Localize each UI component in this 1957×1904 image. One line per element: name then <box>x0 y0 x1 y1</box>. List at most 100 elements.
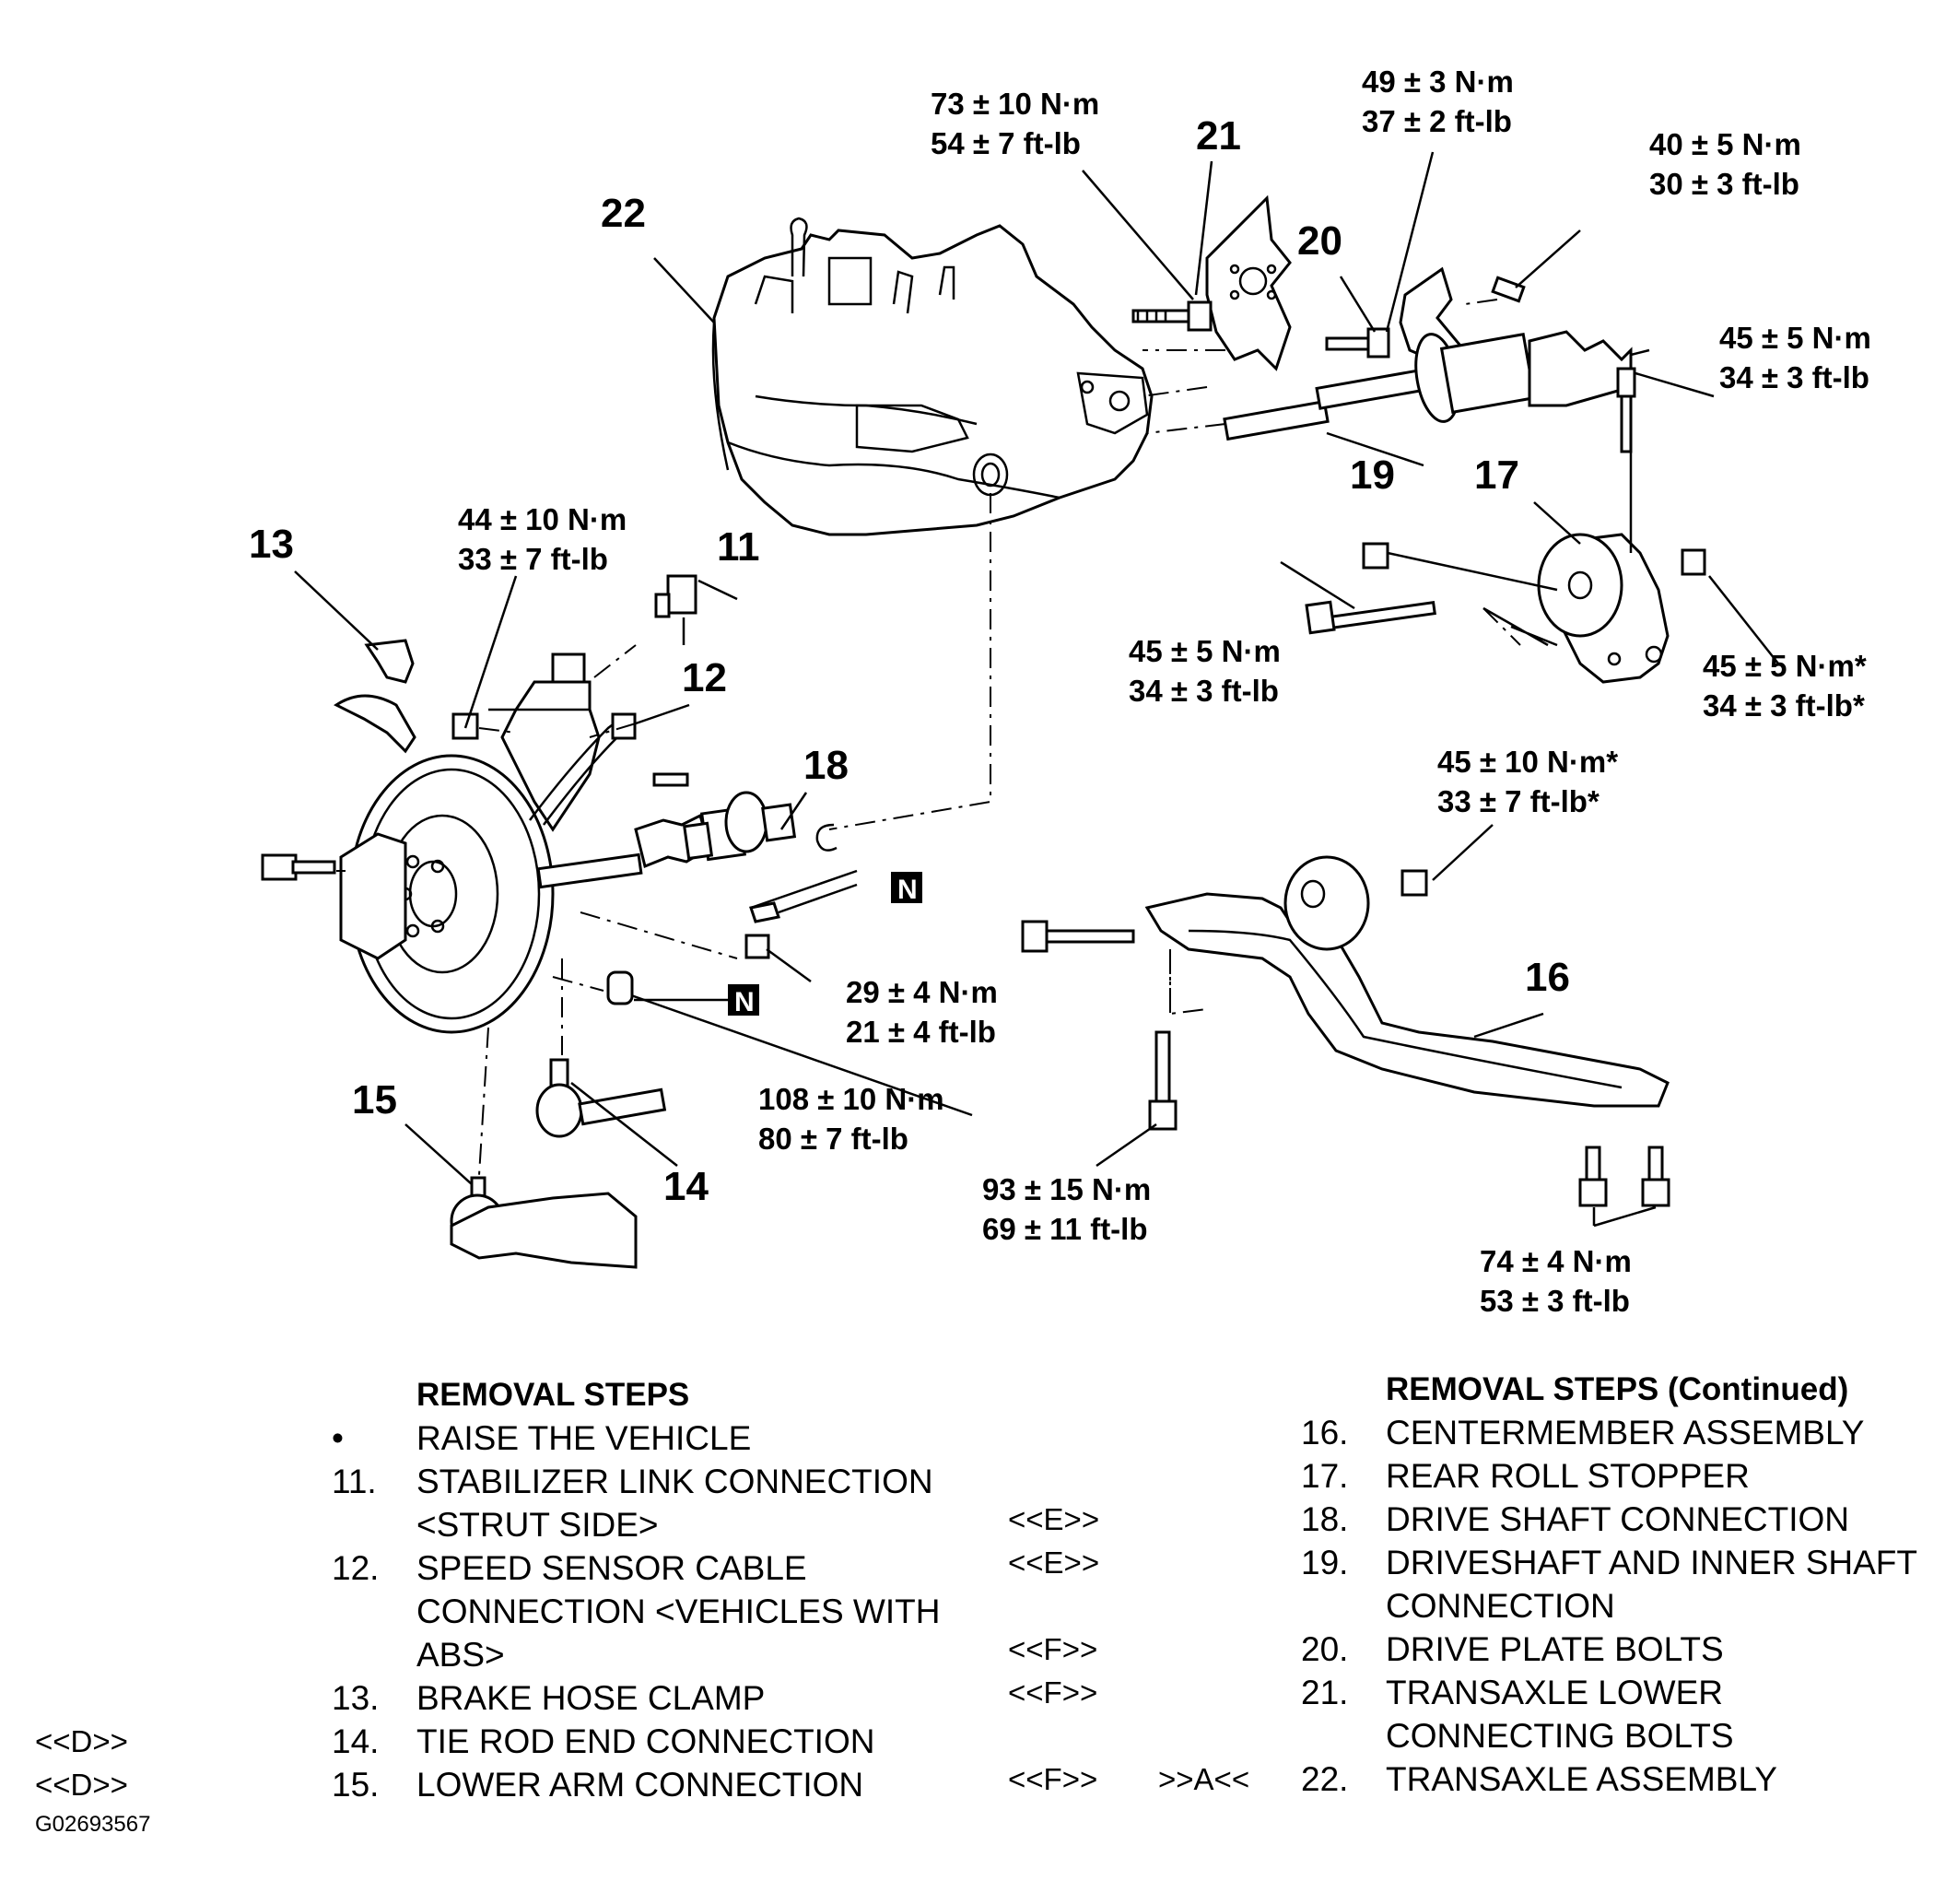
svg-text:21 ± 4 ft-lb: 21 ± 4 ft-lb <box>846 1015 996 1049</box>
procedure-code: <<F>> <box>1008 1762 1098 1796</box>
torque-spec-centermember-rear: 74 ± 4 N·m 53 ± 3 ft-lb <box>1480 1244 1632 1318</box>
step-text: REAR ROLL STOPPER <box>1386 1457 1750 1495</box>
torque-spec-centermember-bolt: 93 ± 15 N·m 69 ± 11 ft-lb <box>982 1172 1151 1246</box>
centermember-bolts <box>1021 869 1670 1207</box>
step-number: 13. <box>332 1679 380 1717</box>
procedure-code: <<F>> <box>1008 1675 1098 1710</box>
procedure-code-secondary: >>A<< <box>1158 1762 1250 1796</box>
step-text: CONNECTING BOLTS <box>1386 1717 1734 1755</box>
callout-17: 17 <box>1474 452 1519 498</box>
svg-text:108 ± 10 N·m: 108 ± 10 N·m <box>758 1082 944 1116</box>
svg-text:N: N <box>897 875 918 905</box>
torque-spec-stopper-left: 45 ± 5 N·m 34 ± 3 ft-lb <box>1129 634 1281 708</box>
removal-step-row: 11. STABILIZER LINK CONNECTION <box>332 1460 977 1503</box>
svg-text:34 ± 3 ft-lb*: 34 ± 3 ft-lb* <box>1703 688 1865 723</box>
step-text: CENTERMEMBER ASSEMBLY <box>1386 1414 1865 1452</box>
step-number: • <box>332 1419 344 1457</box>
ball-joint-nut <box>606 970 634 1005</box>
removal-step-row: CONNECTING BOLTS <box>1301 1714 1946 1757</box>
svg-text:49 ± 3 N·m: 49 ± 3 N·m <box>1362 65 1514 99</box>
torque-spec-stopper-top: 45 ± 5 N·m 34 ± 3 ft-lb <box>1719 321 1871 394</box>
removal-step-row: 20.<<F>>DRIVE PLATE BOLTS <box>1008 1628 1946 1671</box>
torque-spec-ball-joint: 108 ± 10 N·m 80 ± 7 ft-lb <box>758 1082 944 1156</box>
svg-text:40 ± 5 N·m: 40 ± 5 N·m <box>1649 127 1801 161</box>
strut-knuckle <box>488 652 601 832</box>
removal-steps-continued-heading: REMOVAL STEPS (Continued) <box>1386 1371 1849 1407</box>
step-text: DRIVESHAFT AND INNER SHAFT <box>1386 1544 1918 1581</box>
removal-step-row: 18.<<E>>DRIVE SHAFT CONNECTION <box>1008 1498 1946 1541</box>
step-number: 11. <box>332 1463 377 1500</box>
svg-text:N: N <box>734 987 755 1017</box>
removal-step-row: 15.<<D>>LOWER ARM CONNECTION <box>35 1763 977 1806</box>
step-text: <STRUT SIDE> <box>416 1506 659 1544</box>
svg-text:45 ± 5 N·m: 45 ± 5 N·m <box>1719 321 1871 355</box>
removal-step-row: 16.CENTERMEMBER ASSEMBLY <box>1301 1411 1946 1454</box>
svg-text:45 ± 10 N·m*: 45 ± 10 N·m* <box>1437 745 1618 779</box>
drive-plate <box>1205 194 1292 371</box>
svg-text:54 ± 7 ft-lb: 54 ± 7 ft-lb <box>931 126 1081 160</box>
step-number: 21. <box>1301 1674 1349 1711</box>
svg-text:44 ± 10 N·m: 44 ± 10 N·m <box>458 502 627 536</box>
svg-text:93 ± 15 N·m: 93 ± 15 N·m <box>982 1172 1151 1206</box>
callout-14: 14 <box>663 1164 709 1209</box>
step-number: 12. <box>332 1549 380 1587</box>
lower-arm <box>450 1176 638 1269</box>
svg-text:34 ± 3 ft-lb: 34 ± 3 ft-lb <box>1719 360 1869 394</box>
tie-rod-end <box>535 1058 667 1138</box>
step-text: BRAKE HOSE CLAMP <box>416 1679 766 1717</box>
procedure-code: <<D>> <box>35 1724 128 1758</box>
assembly-lines <box>336 299 1521 1176</box>
n-marker-lower: N <box>728 984 759 1017</box>
removal-step-row: 13. BRAKE HOSE CLAMP <box>332 1676 977 1720</box>
bolt-21 <box>1131 300 1213 332</box>
removal-steps-right: REMOVAL STEPS (Continued) 16.CENTERMEMBE… <box>1008 1368 1946 1801</box>
torque-spec-20: 49 ± 3 N·m 37 ± 2 ft-lb <box>1362 65 1514 138</box>
callout-11: 11 <box>717 524 760 570</box>
removal-step-row: 14.<<D>>TIE ROD END CONNECTION <box>35 1720 977 1763</box>
procedure-code: <<E>> <box>1008 1502 1100 1536</box>
torque-spec-21: 73 ± 10 N·m 54 ± 7 ft-lb <box>931 87 1099 160</box>
step-text: CONNECTION <box>1386 1587 1615 1625</box>
procedure-code: <<D>> <box>35 1768 128 1802</box>
callout-21: 21 <box>1196 113 1241 159</box>
removal-step-row: 17. REAR ROLL STOPPER <box>1301 1454 1946 1498</box>
removal-step-row: ABS> <box>332 1633 977 1676</box>
removal-step-row: CONNECTION <VEHICLES WITH <box>332 1590 977 1633</box>
callout-13: 13 <box>249 522 294 567</box>
bolt-20 <box>1325 327 1390 358</box>
step-number: 22. <box>1301 1760 1349 1798</box>
procedure-code: <<F>> <box>1008 1632 1098 1666</box>
torque-spec-centermember-nut: 45 ± 10 N·m* 33 ± 7 ft-lb* <box>1437 745 1618 818</box>
procedure-code: <<E>> <box>1008 1546 1100 1580</box>
removal-step-row: <STRUT SIDE> <box>332 1503 977 1546</box>
rear-roll-stopper <box>1537 533 1670 684</box>
step-number: 15. <box>332 1766 380 1804</box>
callout-20: 20 <box>1297 218 1342 264</box>
svg-text:74 ± 4 N·m: 74 ± 4 N·m <box>1480 1244 1632 1278</box>
svg-text:80 ± 7 ft-lb: 80 ± 7 ft-lb <box>758 1122 908 1156</box>
brake-hose-clamp <box>334 639 416 754</box>
step-number: 18. <box>1301 1500 1349 1538</box>
bracket-bolt <box>1491 276 1526 303</box>
callout-19: 19 <box>1350 452 1395 498</box>
step-number: 19. <box>1301 1544 1349 1581</box>
transaxle-assembly <box>711 217 1154 536</box>
brake-rotor-hub <box>339 754 555 1034</box>
caliper-bolt <box>261 853 336 881</box>
step-text: TRANSAXLE ASSEMBLY <box>1386 1760 1777 1798</box>
svg-text:53 ± 3 ft-lb: 53 ± 3 ft-lb <box>1480 1284 1630 1318</box>
step-text: STABILIZER LINK CONNECTION <box>416 1463 933 1500</box>
exploded-parts-diagram: N N 22 21 20 19 17 13 11 12 18 16 15 14 … <box>249 65 1871 1318</box>
step-text: TIE ROD END CONNECTION <box>416 1722 875 1760</box>
torque-spec-strut: 44 ± 10 N·m 33 ± 7 ft-lb <box>458 502 627 576</box>
removal-step-row: 22. <<F>> >>A<< TRANSAXLE ASSEMBLY <box>1008 1757 1946 1801</box>
step-text: DRIVE PLATE BOLTS <box>1386 1630 1724 1668</box>
callout-15: 15 <box>352 1077 397 1122</box>
leader-lines <box>294 151 1779 1228</box>
n-marker-upper: N <box>891 872 922 905</box>
removal-step-row: 12.SPEED SENSOR CABLE <box>332 1546 977 1590</box>
step-number: 17. <box>1301 1457 1349 1495</box>
step-text: RAISE THE VEHICLE <box>416 1419 752 1457</box>
torque-spec-stopper-right: 45 ± 5 N·m* 34 ± 3 ft-lb* <box>1703 649 1867 723</box>
